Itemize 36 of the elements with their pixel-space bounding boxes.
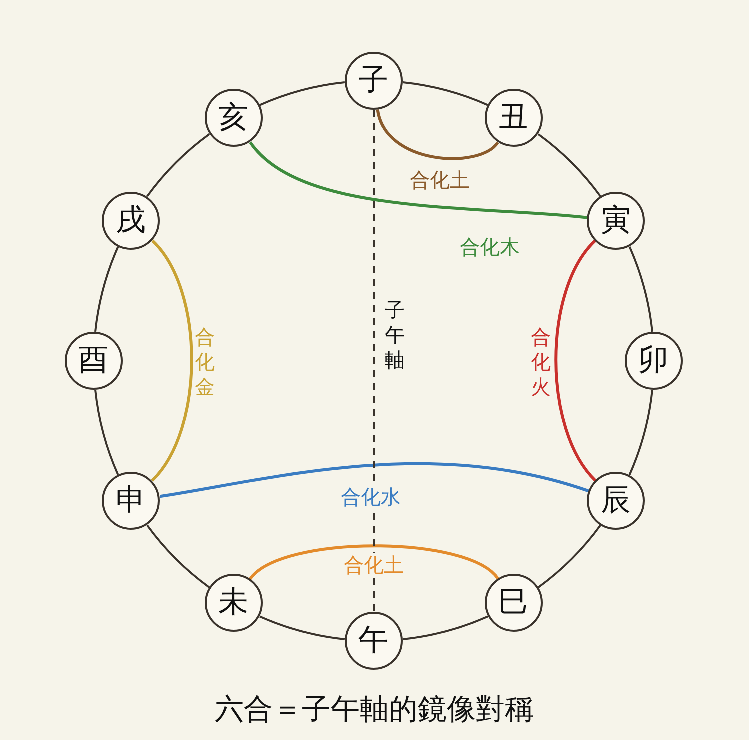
caption: 六合＝子午軸的鏡像對稱 bbox=[215, 691, 534, 728]
branch-circle: 卯 bbox=[624, 332, 682, 390]
edge-label: 合化木 bbox=[458, 235, 522, 259]
branch-circle: 午 bbox=[344, 612, 402, 670]
branch-circle: 巳 bbox=[484, 574, 542, 632]
branch-circle: 戌 bbox=[102, 192, 160, 250]
connector-curve bbox=[151, 240, 194, 482]
edge-label: 合化土 bbox=[342, 553, 406, 577]
branch-circle: 辰 bbox=[586, 472, 645, 530]
ring-arc bbox=[146, 524, 210, 588]
ring-arc bbox=[146, 134, 210, 198]
edge-label: 合化土 bbox=[408, 168, 472, 192]
ring-arc bbox=[628, 246, 654, 332]
axis-line bbox=[373, 110, 375, 612]
ring-arc bbox=[260, 616, 346, 640]
connector-curve bbox=[249, 141, 588, 220]
ring-arc bbox=[628, 390, 654, 476]
branch-circle: 申 bbox=[102, 472, 160, 530]
ring-arc bbox=[402, 616, 488, 640]
ring-arc bbox=[402, 82, 488, 106]
ring-arc bbox=[538, 524, 602, 588]
ring-arc bbox=[94, 390, 120, 476]
connector-curve bbox=[376, 109, 500, 160]
ring-arc bbox=[260, 82, 346, 106]
branch-circle: 丑 bbox=[484, 89, 542, 147]
edge-label: 合化水 bbox=[339, 485, 403, 509]
connector-curve bbox=[249, 544, 500, 580]
branch-circle: 酉 bbox=[64, 332, 122, 390]
ring-arc bbox=[538, 134, 602, 198]
branch-circle: 未 bbox=[204, 574, 262, 632]
ring-arc bbox=[94, 246, 120, 332]
branch-circle: 子 bbox=[344, 52, 402, 110]
branch-circle: 亥 bbox=[204, 89, 262, 147]
connector-curve bbox=[160, 462, 590, 498]
branch-circle: 寅 bbox=[586, 192, 645, 250]
connector-curve bbox=[554, 240, 597, 482]
